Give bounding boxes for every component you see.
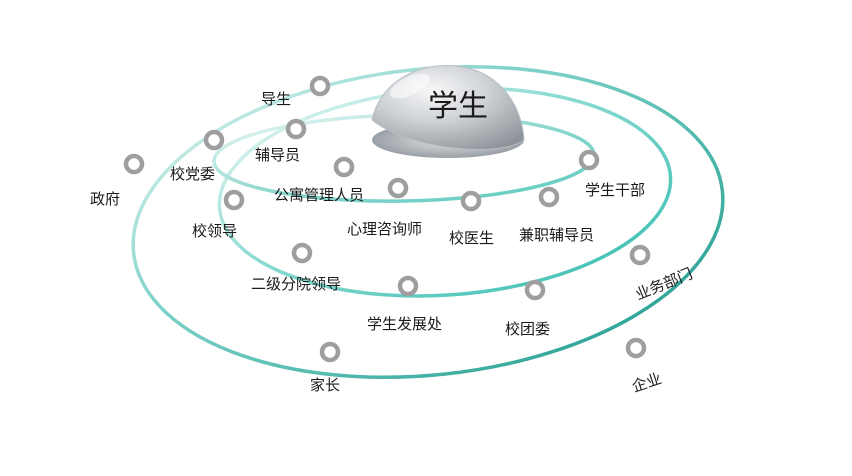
label-parents: 家长 — [310, 376, 340, 394]
node-outer-2 — [625, 337, 647, 359]
label-dao-sheng: 导生 — [261, 90, 291, 108]
outer-ring — [131, 64, 725, 380]
center-label: 学生 — [428, 89, 488, 124]
label-school-leaders: 校领导 — [192, 222, 237, 240]
label-student-affairs: 学生发展处 — [367, 315, 442, 333]
label-student-cadre: 学生干部 — [585, 181, 645, 199]
label-government: 政府 — [90, 190, 120, 208]
node-middle-0 — [203, 129, 225, 151]
node-inner-3 — [387, 177, 409, 199]
center-dome: 学生 — [371, 65, 525, 158]
node-inner-6 — [578, 149, 600, 171]
label-party-committee: 校党委 — [170, 165, 215, 183]
node-inner-0 — [309, 75, 331, 97]
node-middle-3 — [397, 275, 419, 297]
label-dorm-staff: 公寓管理人员 — [274, 186, 364, 204]
label-part-time-counselor: 兼职辅导员 — [519, 226, 594, 244]
label-counselor: 辅导员 — [255, 146, 300, 164]
label-enterprise: 企业 — [630, 369, 664, 395]
node-middle-1 — [223, 189, 245, 211]
label-youth-league: 校团委 — [505, 320, 550, 338]
node-middle-4 — [524, 279, 546, 301]
node-outer-0 — [123, 153, 145, 175]
node-inner-2 — [333, 156, 355, 178]
node-inner-1 — [285, 118, 307, 140]
label-school-doctor: 校医生 — [449, 229, 494, 247]
label-psych-counselor: 心理咨询师 — [347, 220, 422, 238]
node-middle-5 — [629, 244, 651, 266]
node-inner-4 — [460, 190, 482, 212]
label-college-leaders: 二级分院领导 — [251, 275, 341, 293]
node-middle-2 — [291, 242, 313, 264]
node-outer-1 — [319, 341, 341, 363]
node-inner-5 — [538, 186, 560, 208]
